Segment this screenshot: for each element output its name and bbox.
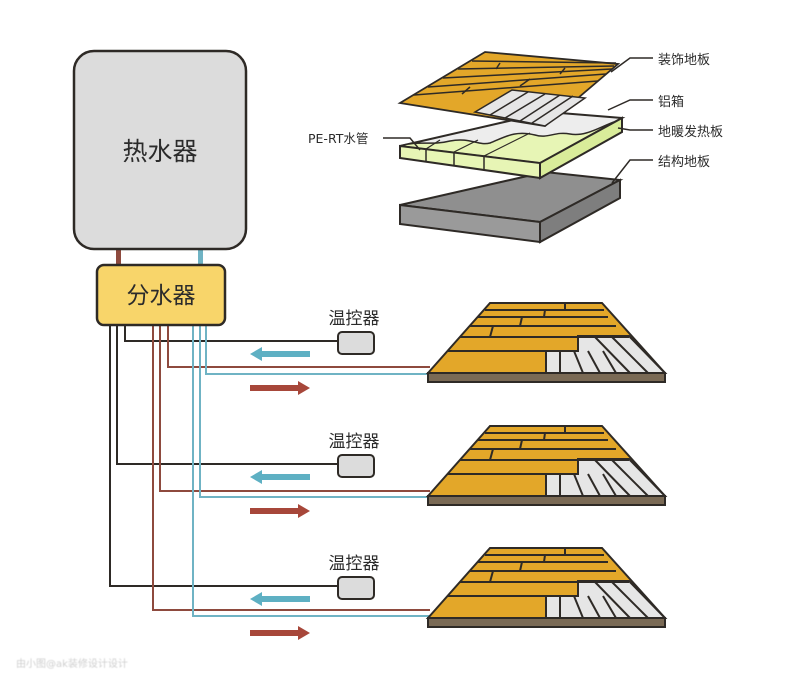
zone-floor bbox=[425, 302, 668, 383]
water-heater-label: 热水器 bbox=[122, 137, 197, 166]
zone1-return-pipe bbox=[205, 325, 430, 375]
zone-floor bbox=[425, 547, 668, 628]
callout-lines bbox=[383, 57, 653, 184]
heating-zone-3: 温控器 bbox=[250, 547, 668, 640]
return-flow-arrow-icon bbox=[250, 470, 310, 484]
thermostat-icon bbox=[337, 331, 375, 355]
pipe-label: PE-RT水管 bbox=[308, 131, 368, 146]
supply-flow-arrow-icon bbox=[250, 626, 310, 640]
thermostat-label: 温控器 bbox=[329, 432, 380, 452]
watermark: 由小图@ak装修设计设计 bbox=[16, 659, 128, 670]
floor-plank-seam bbox=[519, 439, 523, 450]
zone1-control-wire bbox=[124, 325, 340, 342]
layer-structure-floor bbox=[399, 170, 624, 244]
supply-flow-arrow-icon bbox=[250, 504, 310, 518]
zone1-supply-pipe bbox=[167, 325, 430, 368]
pipe-network bbox=[109, 325, 430, 617]
heater-hot-outlet bbox=[116, 248, 121, 266]
supply-flow-arrow-icon bbox=[250, 381, 310, 395]
water-heater-body bbox=[72, 49, 248, 251]
floor-plank-seam bbox=[611, 581, 649, 619]
layer-label-decorative-floor: 装饰地板 bbox=[658, 53, 710, 68]
floor-plank-seam bbox=[573, 595, 584, 619]
floor-plank-seam bbox=[587, 473, 601, 497]
floor-base bbox=[427, 617, 666, 628]
thermostat-label: 温控器 bbox=[329, 309, 380, 329]
water-heater: 热水器 bbox=[72, 49, 248, 266]
zone2-return-pipe bbox=[199, 325, 430, 498]
floor-plank-seam bbox=[543, 432, 546, 441]
zone3-return-pipe bbox=[192, 325, 430, 617]
thermostat-icon bbox=[337, 576, 375, 600]
floor-base bbox=[427, 495, 666, 506]
floor-plank-seam bbox=[594, 336, 631, 374]
zone3-control-wire bbox=[109, 325, 338, 587]
manifold-body bbox=[95, 263, 227, 327]
floor-plank-seam bbox=[594, 581, 631, 619]
floor-plank-seam bbox=[602, 595, 617, 619]
floor-plank-seam bbox=[519, 316, 523, 327]
thermostat-icon bbox=[337, 454, 375, 478]
zone-floor bbox=[425, 425, 668, 506]
layer-label-aluminum-foil: 铝箱 bbox=[658, 94, 684, 110]
return-flow-arrow-icon bbox=[250, 592, 310, 606]
floor-plank-seam bbox=[489, 570, 494, 583]
floor-plank-seam bbox=[489, 448, 494, 461]
floor-plank-seam bbox=[602, 473, 617, 497]
zone2-control-wire bbox=[116, 325, 338, 465]
manifold-label: 分水器 bbox=[127, 283, 196, 309]
layer-label-heating-board: 地暖发热板 bbox=[658, 124, 723, 140]
zone2-supply-pipe bbox=[159, 325, 430, 492]
floor-plank-seam bbox=[543, 309, 546, 318]
thermostat-label: 温控器 bbox=[329, 554, 380, 574]
floor-plank-seam bbox=[611, 336, 649, 374]
floor-plank-seam bbox=[543, 554, 546, 563]
heater-cold-inlet bbox=[198, 248, 203, 266]
heating-zone-1: 温控器 bbox=[250, 302, 668, 395]
floor-plank-seam bbox=[573, 350, 584, 374]
layer-label-structure-floor: 结构地板 bbox=[658, 155, 710, 170]
floor-plank-seam bbox=[519, 561, 523, 572]
layer-exploded-view: 装饰地板 铝箱 地暖发热板 结构地板 PE-RT水管 bbox=[308, 51, 723, 244]
heating-zone-2: 温控器 bbox=[250, 425, 668, 518]
floor-plank-seam bbox=[587, 350, 601, 374]
floor-plank-seam bbox=[602, 350, 617, 374]
layer-heating-board bbox=[399, 110, 626, 180]
layer-decorative-floor bbox=[397, 51, 621, 127]
floor-plank-seam bbox=[489, 325, 494, 338]
return-flow-arrow-icon bbox=[250, 347, 310, 361]
floor-base bbox=[427, 372, 666, 383]
manifold: 分水器 bbox=[95, 263, 227, 327]
floor-plank-seam bbox=[611, 459, 649, 497]
floor-plank-seam bbox=[587, 595, 601, 619]
floor-plank-seam bbox=[573, 473, 584, 497]
zone3-supply-pipe bbox=[152, 325, 430, 611]
floor-plank-seam bbox=[594, 459, 631, 497]
